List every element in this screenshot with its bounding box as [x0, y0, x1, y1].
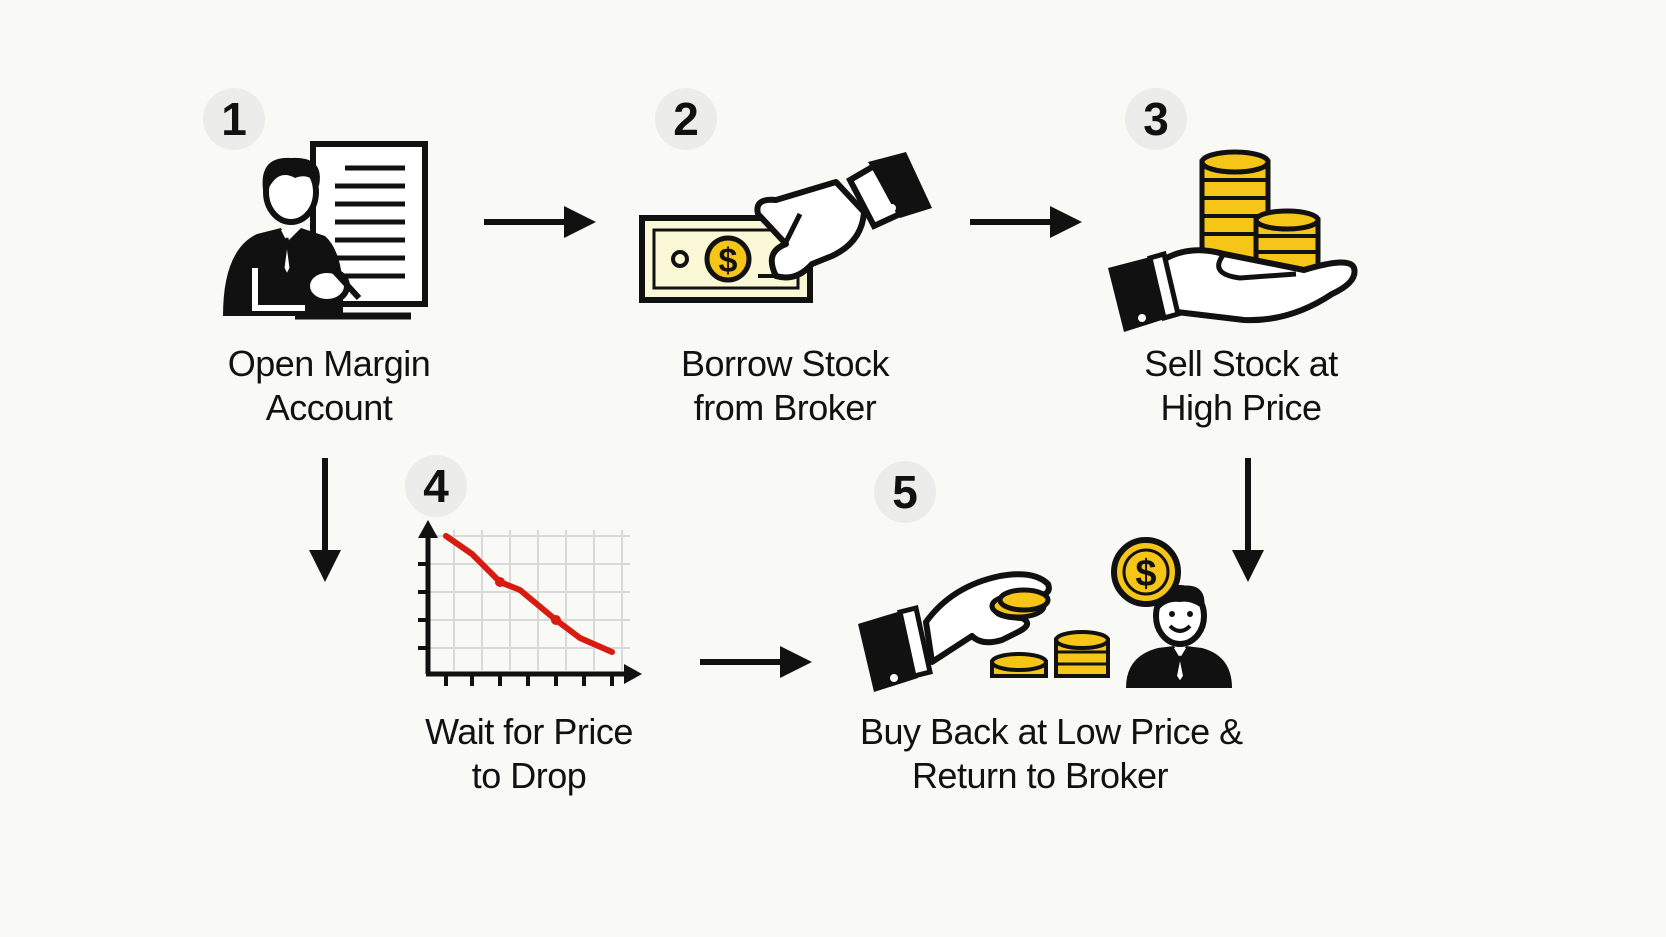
step-1-label: Open Margin Account: [227, 343, 431, 428]
step-3-label: Sell Stock at High Price: [1144, 343, 1338, 428]
step-3-number-badge: 3: [1125, 88, 1187, 150]
step-4-label: Wait for Price to Drop: [425, 711, 633, 796]
step-5-label: Buy Back at Low Price & Return to Broker: [860, 711, 1243, 796]
step-3-number: 3: [1143, 93, 1169, 145]
step-2-number-badge: 2: [655, 88, 717, 150]
step-2-number: 2: [673, 93, 699, 145]
arrow-right-step4-to-step5: [700, 646, 812, 678]
step-1-number: 1: [221, 93, 247, 145]
step-5-number: 5: [892, 466, 918, 518]
step-2-label: Borrow Stock from Broker: [680, 343, 890, 428]
step-1-number-badge: 1: [203, 88, 265, 150]
hand-holding-coins-icon: [1108, 149, 1358, 332]
floating-coin-dollar-sign: $: [1135, 553, 1156, 595]
step-4-number-badge: 4: [405, 455, 467, 517]
step-5-number-badge: 5: [874, 461, 936, 523]
arrow-right-step2-to-step3: [970, 206, 1082, 238]
person-signing-document-icon: [223, 141, 428, 320]
arrow-down-from-step1: [309, 458, 341, 582]
arrow-down-from-step3: [1232, 458, 1264, 582]
hand-taking-banknote-icon: $: [639, 152, 932, 303]
banknote-dollar-sign: $: [719, 242, 738, 280]
hand-returning-coins-to-broker-icon: $: [858, 537, 1232, 692]
step-4-number: 4: [423, 460, 449, 512]
declining-price-chart-icon: [418, 520, 642, 686]
arrow-right-step1-to-step2: [484, 206, 596, 238]
